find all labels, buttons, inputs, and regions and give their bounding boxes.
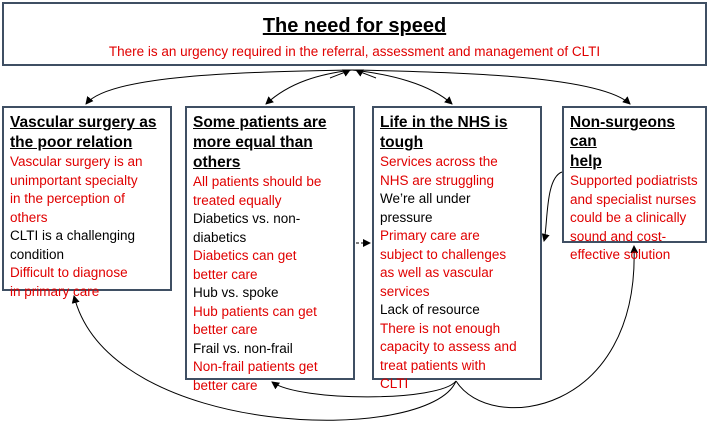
theme-text-line: Diabetics vs. non- xyxy=(193,211,301,226)
arrow-to-hub-from-right xyxy=(355,69,377,79)
theme-heading-line: more equal than xyxy=(193,134,313,151)
theme-text-line: Non-frail patients get xyxy=(193,359,318,374)
theme-text-line: in primary care xyxy=(10,283,100,299)
arrow-theme-4-to-3 xyxy=(541,171,563,242)
theme-text-line: Lack of resource xyxy=(380,302,480,317)
theme-text-line: pressure xyxy=(380,209,433,225)
arrow-to-theme-1 xyxy=(85,69,353,105)
theme-text-line: unimportant specialty xyxy=(10,172,138,188)
arrow-to-theme-4 xyxy=(351,69,631,105)
theme-heading-line: Vascular surgery as xyxy=(10,114,157,131)
theme-text-line: services xyxy=(380,283,430,299)
arrow-to-hub-from-left xyxy=(329,69,351,79)
theme-text-line: All patients should be xyxy=(193,174,322,189)
diagram-subtitle: There is an urgency required in the refe… xyxy=(108,44,601,59)
theme-text-line: as well as vascular xyxy=(380,265,494,280)
theme-text-line: treat patients with xyxy=(380,357,486,373)
theme-text-line: capacity to assess and xyxy=(380,339,517,354)
theme-text-line: We’re all under xyxy=(380,191,471,206)
theme-text-line: treated equally xyxy=(193,192,282,208)
theme-heading-line: Non-surgeons can xyxy=(570,114,676,150)
theme-text-line: could be a clinically xyxy=(570,210,687,225)
theme-text-line: NHS are struggling xyxy=(380,172,495,188)
theme-text-line: CLTI is a challenging xyxy=(10,228,136,243)
theme-heading-line: Some patients are xyxy=(193,114,327,131)
theme-text-line: Frail vs. non-frail xyxy=(193,340,293,356)
theme-text-line: There is not enough xyxy=(380,320,501,336)
arrow-to-theme-3 xyxy=(351,69,453,105)
theme-text-line: CLTI xyxy=(380,376,409,391)
theme-text-line: subject to challenges xyxy=(380,246,507,262)
arrow-to-theme-2 xyxy=(265,69,353,105)
theme-heading-line: tough xyxy=(380,134,424,151)
theme-text-line: others xyxy=(10,209,48,225)
theme-heading-line: others xyxy=(193,154,241,171)
theme-text-line: better care xyxy=(193,266,258,282)
theme-text-line: better care xyxy=(193,322,258,337)
theme-text-line: diabetics xyxy=(193,229,247,245)
theme-text-line: Difficult to diagnose xyxy=(10,265,128,280)
theme-text-line: Services across the xyxy=(380,154,498,169)
theme-text-line: Hub patients can get xyxy=(193,303,317,319)
arrow-bottom-loop-right xyxy=(455,245,639,409)
theme-text-line: Primary care are xyxy=(380,228,480,243)
diagram-title: The need for speed xyxy=(262,15,447,37)
arrow-bottom-loop-center xyxy=(271,380,457,398)
theme-text-line: and specialist nurses xyxy=(570,191,697,207)
theme-text-line: Diabetics can get xyxy=(193,248,297,263)
theme-text-line: Hub vs. spoke xyxy=(193,285,279,300)
theme-text-line: sound and cost- xyxy=(570,228,667,244)
theme-text-line: condition xyxy=(10,246,65,262)
theme-text-line: Supported podiatrists xyxy=(570,173,698,188)
theme-heading-line: Life in the NHS is xyxy=(380,114,508,131)
theme-heading-line: the poor relation xyxy=(10,134,133,151)
theme-text-line: in the perception of xyxy=(10,191,125,206)
arrow-bottom-loop-left xyxy=(71,295,457,421)
theme-heading-line: help xyxy=(570,153,602,170)
theme-text-line: better care xyxy=(193,377,258,393)
theme-text-line: effective solution xyxy=(570,247,671,262)
title-box: The need for speed There is an urgency r… xyxy=(2,2,707,66)
theme-text-line: Vascular surgery is an xyxy=(10,154,143,169)
